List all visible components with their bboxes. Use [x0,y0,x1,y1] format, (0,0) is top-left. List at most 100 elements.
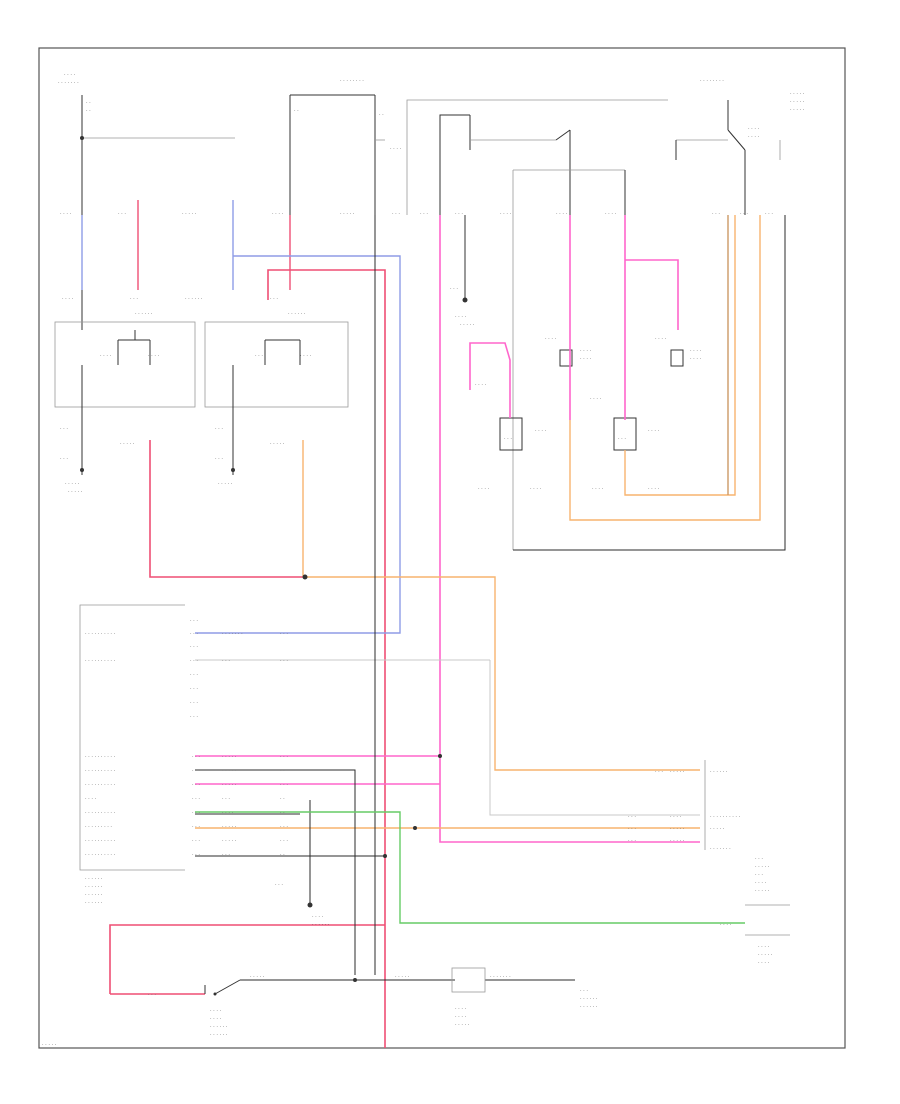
svg-text:· · · · · ·: · · · · · · [312,922,330,928]
wire-orange [195,215,761,829]
svg-text:· · · ·: · · · · [500,211,512,217]
svg-text:· · · · · · · · · ·: · · · · · · · · · · [85,852,116,858]
wire-grey [195,659,700,816]
bottom-sensor: · · · · · · · · · · · · · · · ·· · · · ·… [395,967,598,1028]
svg-text:· · · · · · ·: · · · · · · · [58,80,79,86]
svg-text:· · · · · · · ·: · · · · · · · · [340,78,364,84]
svg-text:· ·: · · [280,796,285,802]
svg-text:· · · · · ·: · · · · · · [210,1032,228,1038]
svg-text:· · · ·: · · · · [605,211,617,217]
svg-text:· · · · · ·: · · · · · · [85,900,103,906]
ground-center: · · · · · · ·· · · · · · [275,882,330,928]
svg-text:· · · ·: · · · · [758,960,770,966]
svg-text:· · · · · · · · · ·: · · · · · · · · · · [85,631,116,637]
svg-text:· · ·: · · · [192,754,200,760]
wire-red-main [109,269,386,1048]
svg-text:· · ·: · · · [420,211,428,217]
svg-text:· · · · · · · · · ·: · · · · · · · · · · [85,838,116,844]
svg-text:· · ·: · · · [222,796,230,802]
svg-text:· · · · · · · · · ·: · · · · · · · · · · [85,810,116,816]
svg-text:· · · ·: · · · · [545,336,557,342]
svg-text:· · · ·: · · · · [690,356,702,362]
svg-text:· · ·: · · · [280,754,288,760]
svg-text:· · · ·: · · · · [60,211,72,217]
svg-text:· · ·: · · · [215,426,223,432]
diagram-border [38,47,846,1049]
svg-text:· · · · ·: · · · · · [222,824,237,830]
svg-text:· · ·: · · · [755,872,763,878]
svg-text:· · · ·: · · · · [648,486,660,492]
svg-text:· · · · · ·: · · · · · · [185,296,203,302]
svg-text:· · ·: · · · [222,658,230,664]
svg-text:· · · · · ·: · · · · · · [135,311,153,317]
svg-text:· · · ·: · · · · [758,944,770,950]
svg-text:· · ·: · · · [148,992,156,998]
svg-text:· ·: · · [280,768,285,774]
wire-blue [195,255,401,634]
svg-text:· · · · · · · · · ·: · · · · · · · · · · [85,782,116,788]
wire-black [195,215,786,981]
svg-text:· · · · ·: · · · · · [120,441,135,447]
svg-text:· · · ·: · · · · [580,356,592,362]
svg-text:· · · ·: · · · · [755,880,767,886]
svg-text:· ·: · · [280,810,285,816]
svg-text:· · · ·: · · · · [690,348,702,354]
svg-text:· · ·: · · · [280,631,288,637]
svg-text:· · ·: · · · [280,824,288,830]
svg-text:· · ·: · · · [190,686,198,692]
svg-text:· · · ·: · · · · [210,1008,222,1014]
svg-text:· · · ·: · · · · [85,796,97,802]
svg-text:· · · · ·: · · · · · [222,754,237,760]
svg-text:· · · · ·: · · · · · [755,864,770,870]
svg-text:· · · · ·: · · · · · [455,1022,470,1028]
svg-text:· · ·: · · · [275,882,283,888]
svg-text:· · ·: · · · [118,211,126,217]
svg-text:· · · ·: · · · · [720,922,732,928]
svg-text:· · ·: · · · [392,211,400,217]
svg-text:· · ·: · · · [192,852,200,858]
svg-text:· · ·: · · · [192,782,200,788]
svg-text:· · · · · · · · ·: · · · · · · · · · [85,824,112,830]
svg-text:· · · · ·: · · · · · [460,322,475,328]
svg-text:· · · ·: · · · · [100,353,112,359]
svg-text:· · · · · · · ·: · · · · · · · · [700,78,724,84]
svg-text:· · · ·: · · · · [255,353,267,359]
right-connector-block: · · · · · · · · · · · · · · · · · · · · · … [628,760,790,966]
svg-text:· · · · ·: · · · · · [790,99,805,105]
svg-text:· · ·: · · · [190,700,198,706]
svg-text:· · · ·: · · · · [590,396,602,402]
bottom-switch: · · · · · · · · · · · ·· · · · · · · · ·… [148,974,265,1038]
wire-pink [195,215,700,843]
top-bus [406,99,668,550]
power-feed-right: · · · · · · · · · · · · ·· · · · ·· · · … [675,78,805,215]
svg-text:· · ·: · · · [628,838,636,844]
svg-text:· · ·: · · · [190,714,198,720]
svg-text:· · ·: · · · [222,852,230,858]
svg-text:· · ·: · · · [628,814,636,820]
svg-text:· · · ·: · · · · [148,353,160,359]
svg-text:· · · · ·: · · · · · [670,838,685,844]
svg-text:· ·: · · [379,112,384,118]
connector-row-top: · · · · · · · · · · · · · · · · · · · · · ·… [60,211,773,217]
svg-text:· · · · ·: · · · · · [755,888,770,894]
control-module: · · · · · · · · · · · · · · · · · · · · ·… [79,604,288,906]
svg-text:· · ·: · · · [192,796,200,802]
svg-text:· · ·: · · · [655,769,663,775]
svg-text:· · ·: · · · [280,658,288,664]
svg-text:· · ·: · · · [190,672,198,678]
svg-text:· · · · · · · · · ·: · · · · · · · · · · [710,814,741,820]
svg-text:· · · · · · ·: · · · · · · · [710,846,731,852]
svg-text:· · · ·: · · · · [300,353,312,359]
svg-text:· · · · ·: · · · · · [42,1042,57,1048]
svg-text:· ·: · · [86,100,91,106]
svg-text:· · ·: · · · [455,211,463,217]
svg-text:· · · · · · · · · ·: · · · · · · · · · · [85,768,116,774]
svg-text:· · · · ·: · · · · · [222,838,237,844]
power-feed-center: · · · · · · · · · ·· · · · · · [289,78,402,215]
svg-text:· · · ·: · · · · [580,348,592,354]
svg-text:· · · · · ·: · · · · · · [580,1004,598,1010]
svg-text:· · · · ·: · · · · · [68,489,83,495]
svg-text:· · · ·: · · · · [556,211,568,217]
